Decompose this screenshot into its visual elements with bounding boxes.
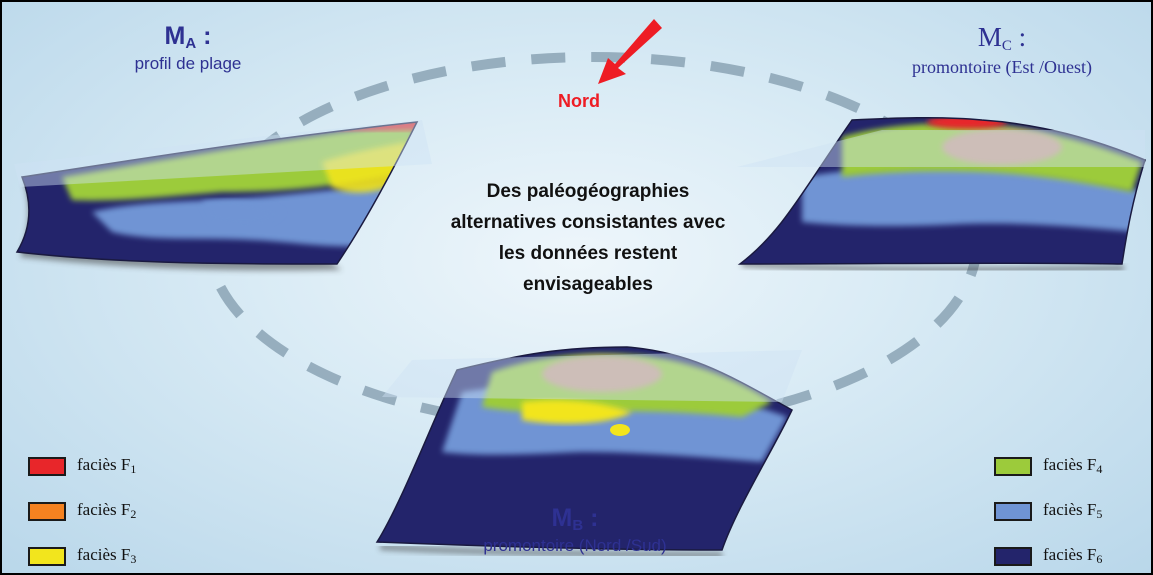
north-arrow-icon: [598, 19, 662, 84]
model-c-symbol: M: [977, 22, 1002, 52]
model-a-colon: :: [203, 22, 212, 50]
model-b-subscript: B: [572, 517, 584, 534]
caption-line-2: alternatives consistantes avec: [450, 212, 726, 233]
legend-item-f6: faciès F6: [994, 545, 1102, 567]
model-a-title: MA : profil de plage: [118, 22, 258, 74]
swatch-f5: [994, 501, 1032, 521]
model-c-subscript: C: [1001, 38, 1012, 54]
caption-line-4: envisageables: [523, 274, 653, 295]
legend-sub-f4: 4: [1096, 462, 1103, 476]
swatch-f2: [28, 501, 66, 521]
legend-item-f3: faciès F3: [28, 545, 136, 567]
model-a-symbol: M: [164, 22, 186, 50]
legend-item-f5: faciès F5: [994, 500, 1102, 522]
legend-label-f5: faciès F: [1043, 500, 1097, 519]
legend-sub-f1: 1: [130, 462, 137, 476]
legend-item-f1: faciès F1: [28, 455, 136, 477]
model-b-colon: :: [590, 504, 599, 532]
caption-line-1: Des paléogéographies: [486, 181, 690, 202]
model-b-subtitle: promontoire (Nord /Sud): [483, 536, 667, 555]
model-c-title: MC : promontoire (Est /Ouest): [857, 22, 1147, 78]
center-caption: Des paléogéographies alternatives consis…: [378, 176, 798, 300]
swatch-f4: [994, 456, 1032, 476]
model-c-subtitle: promontoire (Est /Ouest): [912, 57, 1092, 77]
model-a-subtitle: profil de plage: [134, 54, 242, 73]
surface-ma: [14, 120, 432, 271]
legend-label-f6: faciès F: [1043, 545, 1097, 564]
legend-sub-f5: 5: [1096, 507, 1103, 521]
legend-label-f2: faciès F: [77, 500, 131, 519]
legend-sub-f6: 6: [1096, 552, 1103, 566]
legend-sub-f3: 3: [130, 552, 137, 566]
legend-item-f4: faciès F4: [994, 455, 1102, 477]
north-label: Nord: [558, 91, 600, 111]
caption-line-3: les données restent: [498, 243, 678, 264]
swatch-f3: [28, 546, 66, 566]
swatch-f6: [994, 546, 1032, 566]
model-a-subscript: A: [185, 35, 197, 52]
surface-mb: [375, 346, 802, 558]
legend-label-f3: faciès F: [77, 545, 131, 564]
legend-label-f1: faciès F: [77, 455, 131, 474]
model-b-symbol: M: [551, 504, 573, 532]
model-b-title: MB : promontoire (Nord /Sud): [420, 504, 730, 556]
legend-sub-f2: 2: [130, 507, 137, 521]
legend-item-f2: faciès F2: [28, 500, 136, 522]
model-c-colon: :: [1018, 22, 1027, 52]
swatch-f1: [28, 456, 66, 476]
legend-label-f4: faciès F: [1043, 455, 1097, 474]
